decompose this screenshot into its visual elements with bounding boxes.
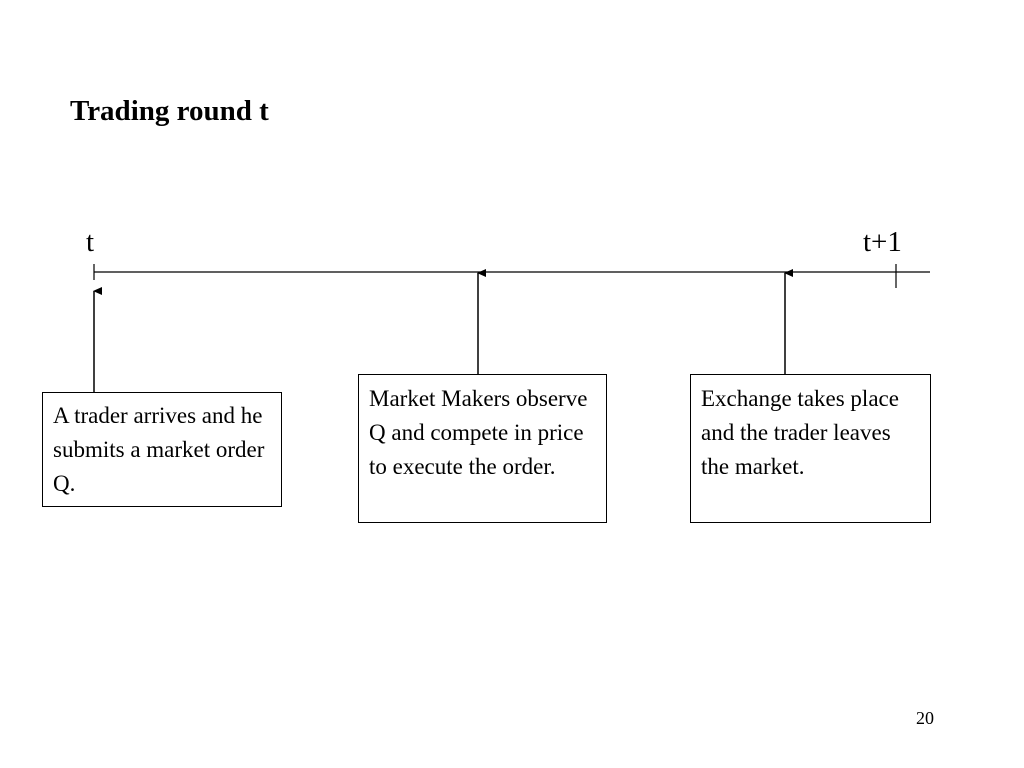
event-box-trader-arrives: A trader arrives and he submits a market… [42,392,282,507]
event-box-market-makers: Market Makers observe Q and compete in p… [358,374,607,523]
timeline-end-label: t+1 [863,226,902,258]
slide-title: Trading round t [70,95,269,127]
page-number: 20 [916,708,934,728]
event-text: Market Makers observe Q and compete in p… [369,386,588,479]
event-text: A trader arrives and he submits a market… [53,403,265,496]
timeline-start-label: t [86,226,95,258]
event-box-exchange: Exchange takes place and the trader leav… [690,374,931,523]
event-text: Exchange takes place and the trader leav… [701,386,899,479]
